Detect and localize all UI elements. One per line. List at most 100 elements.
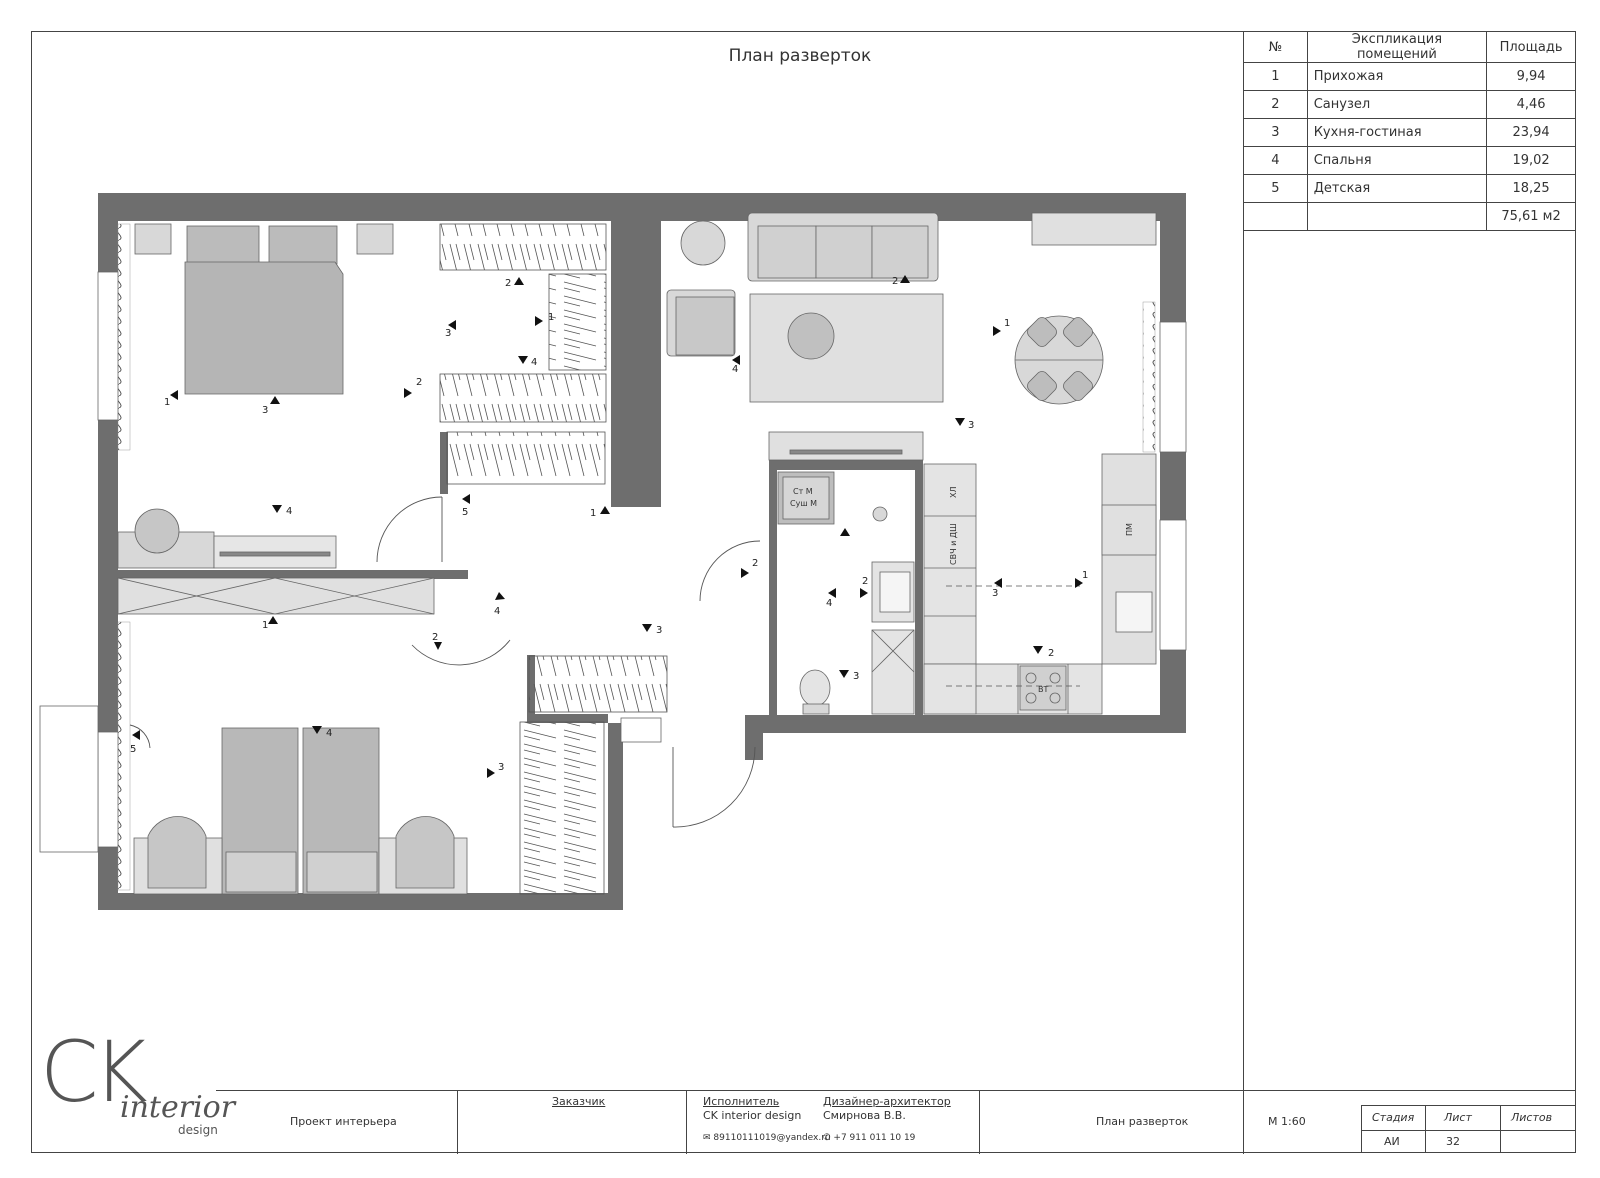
sheet-title: План разверток bbox=[728, 46, 872, 66]
fridge-label: ХЛ bbox=[949, 487, 958, 499]
view-marker-label: 4 bbox=[326, 728, 332, 739]
dryer-label: Суш М bbox=[790, 499, 817, 508]
view-marker-label: 1 bbox=[1004, 318, 1010, 329]
living-furniture bbox=[666, 212, 1157, 715]
view-marker-label: 2 bbox=[416, 377, 422, 388]
designer-name: Смирнова В.В. bbox=[823, 1109, 906, 1122]
schedule-area: 18,25 bbox=[1486, 174, 1576, 203]
view-marker-label: 5 bbox=[462, 507, 468, 518]
plan-labels: Ст М Суш М ХЛ СВЧ и ДШ ПМ ВТ bbox=[790, 487, 1134, 695]
project-name: Проект интерьера bbox=[290, 1115, 397, 1128]
view-marker-label: 4 bbox=[732, 364, 738, 375]
schedule-num: 2 bbox=[1243, 90, 1308, 119]
schedule-row: 3 Кухня-гостиная 23,94 bbox=[1243, 118, 1576, 147]
phone-icon: ✆ bbox=[823, 1133, 831, 1143]
schedule-total-row: 75,61 м2 bbox=[1243, 202, 1576, 231]
dishwasher-label: ПМ bbox=[1125, 523, 1134, 536]
schedule-num: 3 bbox=[1243, 118, 1308, 147]
customer-label: Заказчик bbox=[552, 1095, 606, 1108]
view-marker-label: 4 bbox=[531, 357, 537, 368]
view-marker-label: 1 bbox=[1082, 570, 1088, 581]
sheets-label: Листов bbox=[1511, 1111, 1553, 1124]
phone: +7 911 011 10 19 bbox=[833, 1133, 916, 1143]
view-marker-label: 3 bbox=[445, 328, 451, 339]
schedule-name: Спальня bbox=[1306, 146, 1488, 175]
view-marker-label: 1 bbox=[164, 397, 170, 408]
bathroom-fixtures bbox=[777, 471, 915, 715]
view-marker-label: 2 bbox=[432, 632, 438, 643]
view-markers: 1 3 2 4 1 2 3 1 4 5 1 4 2 3 3 4 5 4 2 1 … bbox=[130, 275, 1088, 778]
view-marker-label: 2 bbox=[505, 278, 511, 289]
view-marker-label: 3 bbox=[968, 420, 974, 431]
view-marker-label: 2 bbox=[892, 276, 898, 287]
oven-column-label: СВЧ и ДШ bbox=[949, 523, 958, 565]
view-marker-label: 3 bbox=[853, 671, 859, 682]
view-marker-label: 3 bbox=[656, 625, 662, 636]
view-marker-label: 2 bbox=[1048, 648, 1054, 659]
stage-label: Стадия bbox=[1372, 1111, 1415, 1124]
schedule-row: 4 Спальня 19,02 bbox=[1243, 146, 1576, 175]
schedule-name: Кухня-гостиная bbox=[1306, 118, 1488, 147]
outer-walls bbox=[98, 193, 1186, 910]
schedule-num: 1 bbox=[1243, 62, 1308, 91]
view-marker-label: 3 bbox=[992, 588, 998, 599]
company-logo-sub: interior bbox=[120, 1090, 236, 1125]
drawing-name: План разверток bbox=[1096, 1115, 1189, 1128]
interior-walls bbox=[118, 221, 923, 724]
view-marker-label: 1 bbox=[590, 508, 596, 519]
email: 89110111019@yandex.ru bbox=[713, 1133, 831, 1143]
sheet-label-cell: Лист bbox=[1425, 1105, 1501, 1131]
stage-value-cell: АИ bbox=[1361, 1130, 1426, 1153]
schedule-name: Прихожая bbox=[1306, 62, 1488, 91]
schedule-area: 9,94 bbox=[1486, 62, 1576, 91]
scale: М 1:60 bbox=[1268, 1115, 1306, 1128]
title-block: Проект интерьера Заказчик Исполнитель CK… bbox=[216, 1090, 1576, 1154]
sheet-value: 32 bbox=[1446, 1135, 1460, 1148]
sheets-label-cell: Листов bbox=[1500, 1105, 1576, 1131]
executor-label: Исполнитель bbox=[703, 1095, 780, 1108]
sheet-divider bbox=[1243, 31, 1244, 1153]
schedule-header-area: Площадь bbox=[1486, 31, 1576, 63]
schedule-area: 19,02 bbox=[1486, 146, 1576, 175]
kids-room-furniture bbox=[133, 655, 668, 895]
drawing-name-cell: План разверток bbox=[979, 1091, 1243, 1154]
sheets-value-cell bbox=[1500, 1130, 1576, 1153]
email-icon: ✉ bbox=[703, 1133, 711, 1143]
view-marker-label: 4 bbox=[494, 606, 500, 617]
schedule-name: Детская bbox=[1306, 174, 1488, 203]
view-marker-label: 1 bbox=[548, 312, 554, 323]
sheet-frame bbox=[31, 31, 1576, 1153]
schedule-row: 2 Санузел 4,46 bbox=[1243, 90, 1576, 119]
view-marker-label: 4 bbox=[286, 506, 292, 517]
view-marker-label: 3 bbox=[498, 762, 504, 773]
schedule-area: 4,46 bbox=[1486, 90, 1576, 119]
sheet-value-cell: 32 bbox=[1425, 1130, 1501, 1153]
sheet-label: Лист bbox=[1444, 1111, 1472, 1124]
schedule-area: 23,94 bbox=[1486, 118, 1576, 147]
stage-value: АИ bbox=[1384, 1135, 1400, 1148]
company-logo-tag: design bbox=[178, 1123, 218, 1137]
door-swings bbox=[129, 496, 761, 828]
view-marker-label: 1 bbox=[262, 620, 268, 631]
executor-name: CK interior design bbox=[703, 1109, 802, 1122]
washer-label: Ст М bbox=[793, 487, 813, 496]
company-logo: CK bbox=[40, 1023, 148, 1121]
room-schedule-table: № Экспликация помещений Площадь 1 Прихож… bbox=[1243, 31, 1576, 231]
view-marker-label: 4 bbox=[826, 598, 832, 609]
view-marker-label: 5 bbox=[130, 744, 136, 755]
scale-stage-cell: М 1:60 bbox=[1243, 1091, 1576, 1154]
customer-cell: Заказчик bbox=[457, 1091, 686, 1154]
designer-label: Дизайнер-архитектор bbox=[823, 1095, 951, 1108]
schedule-num: 4 bbox=[1243, 146, 1308, 175]
email-row: ✉ 89110111019@yandex.ru bbox=[703, 1133, 831, 1143]
schedule-row: 1 Прихожая 9,94 bbox=[1243, 62, 1576, 91]
schedule-total: 75,61 м2 bbox=[1486, 202, 1576, 231]
schedule-row: 5 Детская 18,25 bbox=[1243, 174, 1576, 203]
view-marker-label: 2 bbox=[752, 558, 758, 569]
view-marker-label: 2 bbox=[862, 576, 868, 587]
schedule-total-empty bbox=[1306, 202, 1488, 231]
windows bbox=[39, 223, 1187, 891]
bedroom-furniture bbox=[117, 223, 607, 615]
stage-label-cell: Стадия bbox=[1361, 1105, 1426, 1131]
